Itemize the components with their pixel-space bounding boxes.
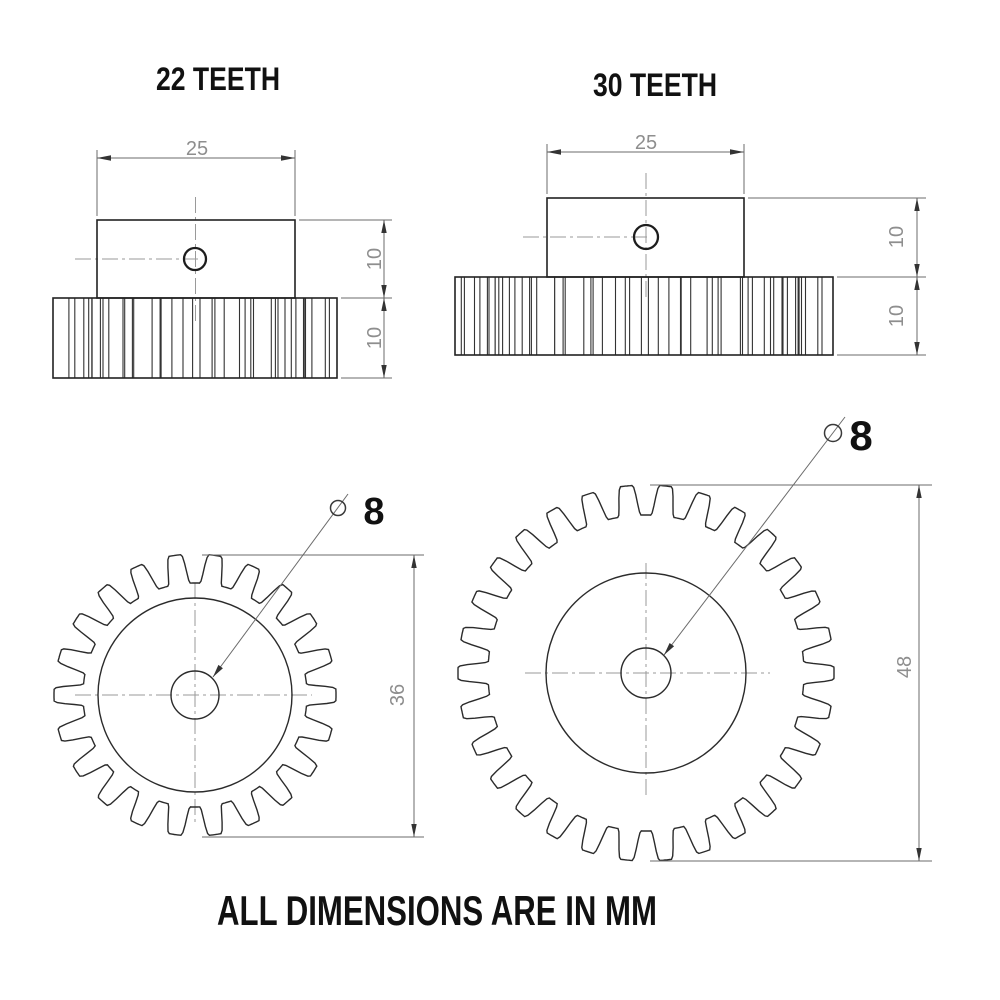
dim-outer-diameter-30: 48 (650, 484, 932, 862)
dim-outer-diameter-22: 36 (202, 554, 424, 838)
leader-bore-30: 8 (663, 412, 873, 656)
hub-circle (545, 572, 747, 774)
leader-line (663, 416, 846, 656)
dim-label-face-width: 10 (364, 327, 386, 349)
dimension-lines (299, 219, 392, 379)
dim-hub-width-30: 25 (546, 132, 745, 194)
gear-body-outline (454, 276, 834, 356)
set-screw-hole (632, 223, 660, 251)
dim-heights-30: 10 10 (748, 197, 926, 356)
leader-line (212, 493, 349, 678)
leader-arrow (213, 664, 223, 677)
set-screw-hole (182, 246, 208, 272)
dim-label-hub-width: 25 (635, 132, 657, 154)
gear-teeth-hatch (68, 298, 330, 378)
footer-note: ALL DIMENSIONS ARE IN MM (217, 887, 657, 934)
dim-label-outer-diameter: 36 (387, 684, 409, 706)
hub-outline (96, 219, 296, 299)
leader-bore-22: 8 (212, 491, 385, 678)
gear-outline (53, 553, 337, 837)
dimension-arrows (914, 198, 920, 355)
dim-label-outer-diameter: 48 (894, 656, 916, 678)
dimension-lines (546, 144, 745, 194)
diameter-symbol (823, 423, 843, 443)
hub-circle (97, 597, 293, 793)
dim-hub-width-22: 25 (96, 138, 296, 216)
bore-circle (620, 647, 672, 699)
dim-heights-22: 10 10 (299, 219, 392, 379)
dim-label-hub-height: 10 (364, 248, 386, 270)
dimension-lines (202, 554, 424, 838)
leader-arrow (664, 643, 675, 655)
dim-label-hub-width: 25 (186, 138, 208, 160)
gear-30-front-view (457, 484, 835, 862)
dim-label-face-width: 10 (886, 305, 908, 327)
hub-outline (546, 197, 745, 278)
dimension-arrows (381, 220, 387, 378)
diameter-symbol (329, 499, 347, 517)
bore-diameter-label: 8 (363, 491, 384, 533)
gear-22-front-view (53, 553, 337, 837)
gear-outline (457, 484, 835, 862)
title-gear-22: 22 TEETH (156, 61, 280, 97)
gear-30-side-view (454, 173, 834, 356)
bore-diameter-label: 8 (849, 412, 872, 459)
bore-circle (170, 670, 220, 720)
dim-label-hub-height: 10 (886, 226, 908, 248)
dimension-lines (748, 197, 926, 356)
dimension-lines (96, 150, 296, 216)
gear-teeth-hatch (460, 277, 823, 355)
title-gear-30: 30 TEETH (593, 67, 717, 103)
gear-22-side-view (52, 197, 338, 379)
dimension-lines (650, 484, 932, 862)
